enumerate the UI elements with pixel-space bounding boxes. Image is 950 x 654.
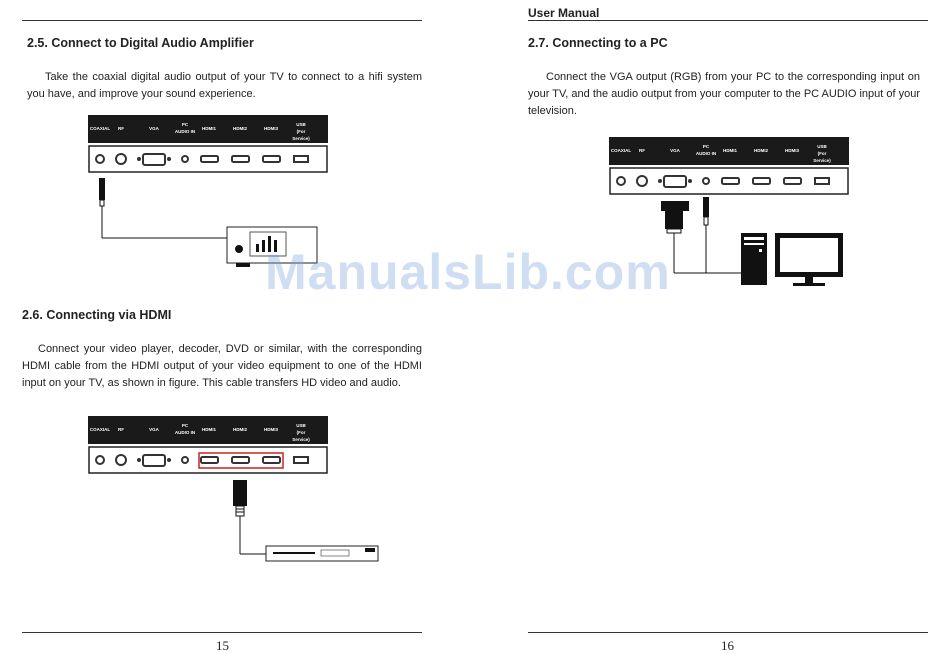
port-label-coaxial: COAXIAL	[89, 427, 111, 432]
section-heading-pc: 2.7. Connecting to a PC	[528, 36, 668, 50]
tv-port-panel-svg-3	[609, 137, 849, 195]
section-heading-digital-audio: 2.5. Connect to Digital Audio Amplifier	[27, 36, 254, 50]
port-label-coaxial: COAXIAL	[89, 126, 111, 131]
section-text-hdmi: Connect your video player, decoder, DVD …	[22, 343, 422, 389]
port-label-hdmi2: HDMI2	[232, 427, 248, 432]
port-label-rf: RF	[118, 427, 124, 432]
port-label-rf: RF	[639, 148, 645, 153]
port-label-usb: USB (For Service)	[292, 423, 310, 442]
port-label-pc-audio: PC AUDIO IN	[174, 423, 196, 435]
left-top-rule	[22, 20, 422, 21]
port-label-hdmi3: HDMI3	[263, 427, 279, 432]
port-label-hdmi3: HDMI3	[263, 126, 279, 131]
coaxial-cable-amplifier-diagram	[99, 178, 318, 267]
right-bottom-rule	[528, 632, 928, 633]
port-label-rf: RF	[118, 126, 124, 131]
port-label-usb: USB (For Service)	[292, 122, 310, 141]
section-text-pc: Connect the VGA output (RGB) from your P…	[528, 71, 920, 117]
port-label-usb: USB (For Service)	[813, 144, 831, 163]
port-label-vga: VGA	[149, 427, 159, 432]
section-heading-hdmi: 2.6. Connecting via HDMI	[22, 308, 172, 322]
tv-port-panel-3: COAXIAL RF VGA PC AUDIO IN HDMI1 HDMI2 H…	[609, 137, 849, 195]
port-label-vga: VGA	[670, 148, 680, 153]
page-number-right: 16	[721, 638, 734, 653]
port-label-hdmi3: HDMI3	[784, 148, 800, 153]
tv-port-panel-svg-1	[88, 115, 328, 173]
port-label-pc-audio: PC AUDIO IN	[695, 144, 717, 156]
page-number-left: 15	[216, 638, 229, 653]
hdmi-cable-player-diagram	[233, 480, 379, 562]
left-bottom-rule	[22, 632, 422, 633]
port-label-hdmi1: HDMI1	[201, 427, 217, 432]
port-label-hdmi2: HDMI2	[753, 148, 769, 153]
watermark-text: ManualsLib.com	[265, 244, 671, 300]
port-label-hdmi2: HDMI2	[232, 126, 248, 131]
vga-audio-pc-diagram	[661, 197, 843, 286]
port-label-vga: VGA	[149, 126, 159, 131]
port-label-coaxial: COAXIAL	[610, 148, 632, 153]
right-top-rule	[528, 20, 928, 21]
port-label-hdmi1: HDMI1	[722, 148, 738, 153]
tv-port-panel-svg-2	[88, 416, 328, 474]
tv-port-panel-2: COAXIAL RF VGA PC AUDIO IN HDMI1 HDMI2 H…	[88, 416, 328, 474]
running-header: User Manual	[528, 6, 600, 20]
tv-port-panel-1: COAXIAL RF VGA PC AUDIO IN HDMI1 HDMI2 H…	[88, 115, 328, 173]
port-label-hdmi1: HDMI1	[201, 126, 217, 131]
port-label-pc-audio: PC AUDIO IN	[174, 122, 196, 134]
section-text-digital-audio: Take the coaxial digital audio output of…	[27, 71, 422, 100]
